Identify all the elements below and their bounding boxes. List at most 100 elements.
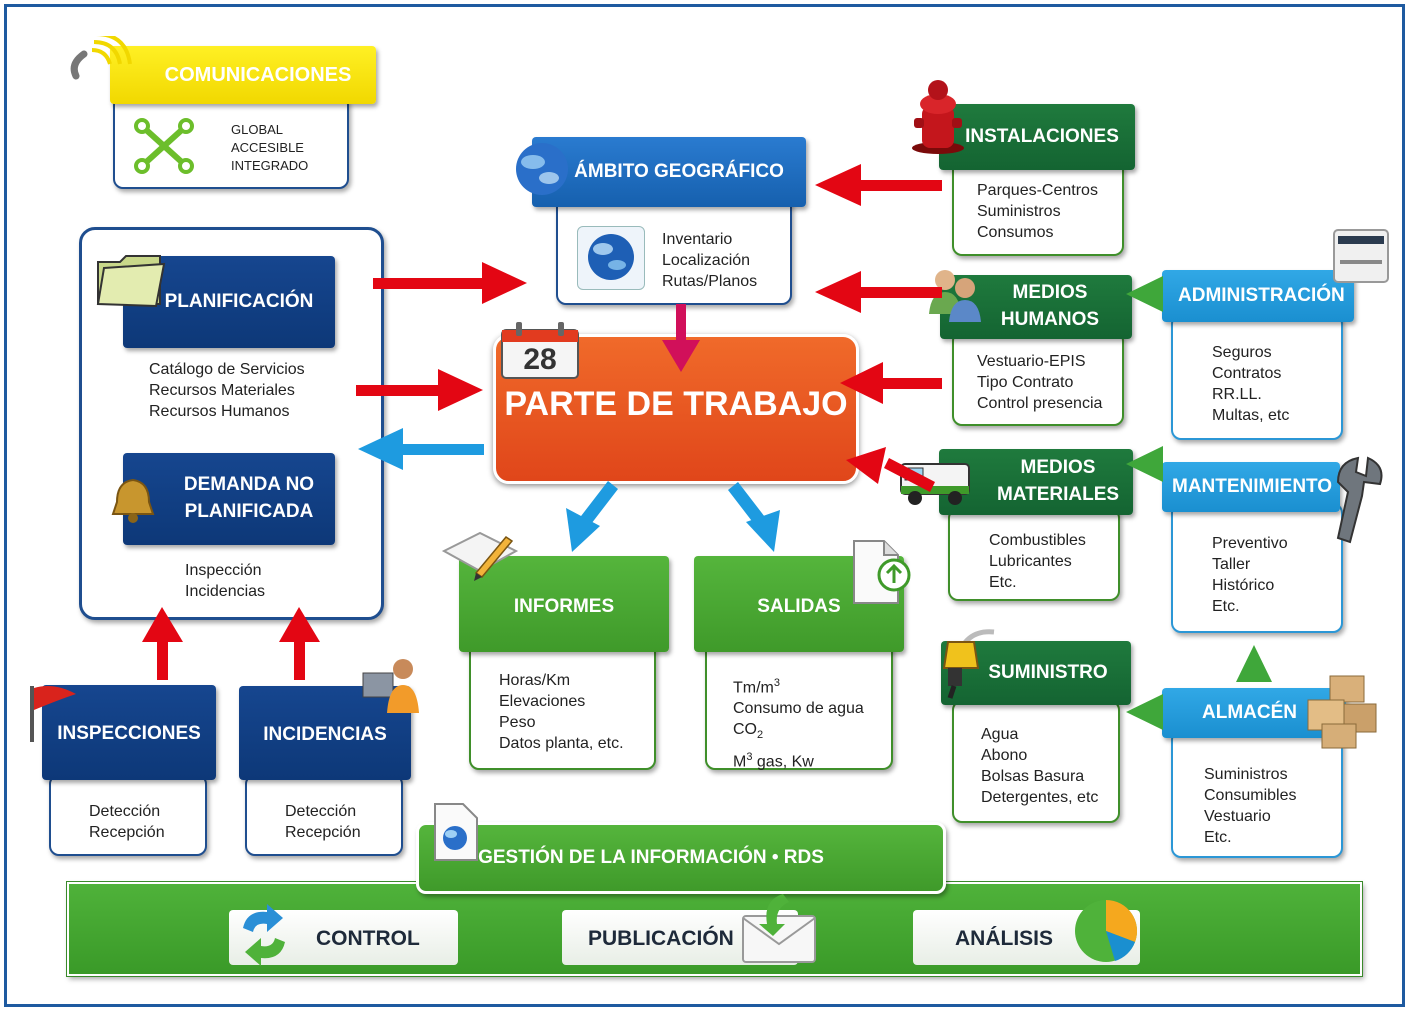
medios-materiales-title: MEDIOS MATERIALES	[939, 449, 1133, 515]
globe-icon	[588, 234, 634, 280]
informes-list: Horas/Km Elevaciones Peso Datos planta, …	[499, 670, 624, 754]
instalaciones-list: Parques-Centros Suministros Consumos	[977, 180, 1098, 243]
list-item: Inspección	[185, 562, 262, 579]
folder-icon	[96, 255, 166, 308]
fuel-nozzle-icon	[942, 629, 995, 699]
demanda-title-line1: DEMANDA NO	[183, 474, 315, 496]
salidas-item1-sup: 3	[773, 677, 780, 689]
list-item: Detergentes, etc	[981, 789, 1099, 806]
list-item: Catálogo de Servicios	[149, 361, 305, 378]
salidas-item4-base: M	[733, 752, 747, 770]
list-item: Suministros	[1204, 766, 1288, 783]
wireless-phone-icon	[70, 36, 132, 80]
list-item: Consumos	[977, 224, 1054, 241]
mantenimiento-title: MANTENIMIENTO	[1162, 462, 1340, 512]
incidencias-title: INCIDENCIAS	[239, 686, 411, 780]
sync-arrows-icon	[243, 904, 285, 966]
diagram-frame	[4, 4, 1405, 1007]
inspecciones-title: INSPECCIONES	[42, 685, 216, 780]
comunicaciones-title: COMUNICACIONES	[110, 46, 376, 104]
demanda-title: DEMANDA NO PLANIFICADA	[123, 453, 335, 545]
list-item: Vestuario	[1204, 808, 1271, 825]
list-item: RR.LL.	[1212, 386, 1262, 403]
support-agent-icon	[362, 659, 419, 713]
list-item: Recepción	[285, 824, 361, 841]
salidas-item3-base: CO	[733, 721, 757, 739]
comunicaciones-list: GLOBAL ACCESIBLE INTEGRADO	[231, 121, 308, 175]
demanda-list: Inspección Incidencias	[185, 560, 265, 602]
inspecciones-panel	[49, 774, 207, 856]
control-label: CONTROL	[316, 927, 420, 950]
list-item: Rutas/Planos	[662, 273, 758, 290]
list-item: Elevaciones	[499, 693, 586, 710]
medios-materiales-title-line1: MEDIOS	[1020, 457, 1096, 479]
list-item: Detección	[285, 803, 357, 820]
network-nodes-icon	[134, 118, 194, 174]
list-item: Incidencias	[185, 583, 266, 600]
planificacion-list: Catálogo de Servicios Recursos Materiale…	[149, 359, 305, 422]
calendar-day: 28	[523, 343, 557, 376]
wrench-icon	[1336, 456, 1383, 544]
list-item: Consumo de agua	[733, 700, 864, 718]
list-item: Parques-Centros	[977, 182, 1098, 199]
list-item: Localización	[662, 252, 751, 269]
list-item: M3 gas, Kw	[733, 747, 864, 772]
list-item: Detección	[89, 803, 161, 820]
publicacion-label: PUBLICACIÓN	[588, 927, 734, 950]
salidas-item4-rest: gas, Kw	[752, 752, 814, 770]
document-globe-icon	[434, 803, 478, 861]
notepad-pencil-icon	[441, 531, 519, 581]
list-item: ACCESIBLE	[231, 140, 304, 155]
medios-humanos-panel	[952, 331, 1124, 426]
salidas-item4-sup: 3	[746, 750, 753, 763]
globe-icon	[516, 143, 568, 195]
ambito-title: ÁMBITO GEOGRÁFICO	[532, 137, 806, 207]
list-item: Inventario	[662, 231, 733, 248]
mantenimiento-list: Preventivo Taller Histórico Etc.	[1212, 533, 1288, 617]
salidas-item3-sub: 2	[757, 729, 764, 742]
list-item: Etc.	[1212, 598, 1240, 615]
demanda-title-line2: PLANIFICADA	[184, 501, 314, 522]
medios-humanos-list: Vestuario-EPIS Tipo Contrato Control pre…	[977, 351, 1102, 414]
list-item: Suministros	[977, 203, 1061, 220]
people-icon	[929, 270, 981, 322]
list-item: Etc.	[989, 574, 1017, 591]
pie-chart-icon	[1075, 900, 1138, 962]
list-item: INTEGRADO	[231, 158, 309, 173]
list-item: Agua	[981, 726, 1019, 743]
medios-humanos-title-line1: MEDIOS	[1012, 282, 1088, 304]
medios-materiales-list: Combustibles Lubricantes Etc.	[989, 530, 1086, 593]
list-item: CO2	[733, 719, 864, 746]
list-item: Tipo Contrato	[977, 374, 1074, 391]
parte-title: PARTE DE TRABAJO	[504, 385, 848, 423]
salidas-panel	[705, 640, 893, 770]
list-item: Seguros	[1212, 344, 1272, 361]
salidas-list: Tm/m3 Consumo de agua CO2 M3 gas, Kw	[733, 673, 864, 772]
list-item: Histórico	[1212, 577, 1275, 594]
list-item: Multas, etc	[1212, 407, 1290, 424]
list-item: Horas/Km	[499, 672, 571, 689]
truck-icon	[900, 463, 970, 505]
list-item: Datos planta, etc.	[499, 735, 624, 752]
list-item: Recepción	[89, 824, 165, 841]
printer-icon	[1333, 229, 1389, 283]
almacen-panel	[1171, 730, 1343, 858]
incidencias-panel	[245, 774, 403, 856]
incidencias-list: Detección Recepción	[285, 801, 361, 843]
list-item: Tm/m3	[733, 673, 864, 698]
bell-icon	[111, 478, 155, 523]
informes-title: INFORMES	[459, 556, 669, 652]
list-item: Etc.	[1204, 829, 1232, 846]
list-item: Vestuario-EPIS	[977, 353, 1086, 370]
inspecciones-list: Detección Recepción	[89, 801, 165, 843]
list-item: Preventivo	[1212, 535, 1288, 552]
instalaciones-title: INSTALACIONES	[939, 104, 1135, 170]
analisis-label: ANÁLISIS	[955, 927, 1054, 950]
suministro-panel	[952, 700, 1120, 823]
document-upload-icon	[853, 540, 911, 604]
list-item: Taller	[1212, 556, 1251, 573]
list-item: Lubricantes	[989, 553, 1072, 570]
list-item: Contratos	[1212, 365, 1282, 382]
medios-humanos-title-line2: HUMANOS	[1000, 309, 1100, 330]
administracion-panel	[1171, 314, 1343, 440]
